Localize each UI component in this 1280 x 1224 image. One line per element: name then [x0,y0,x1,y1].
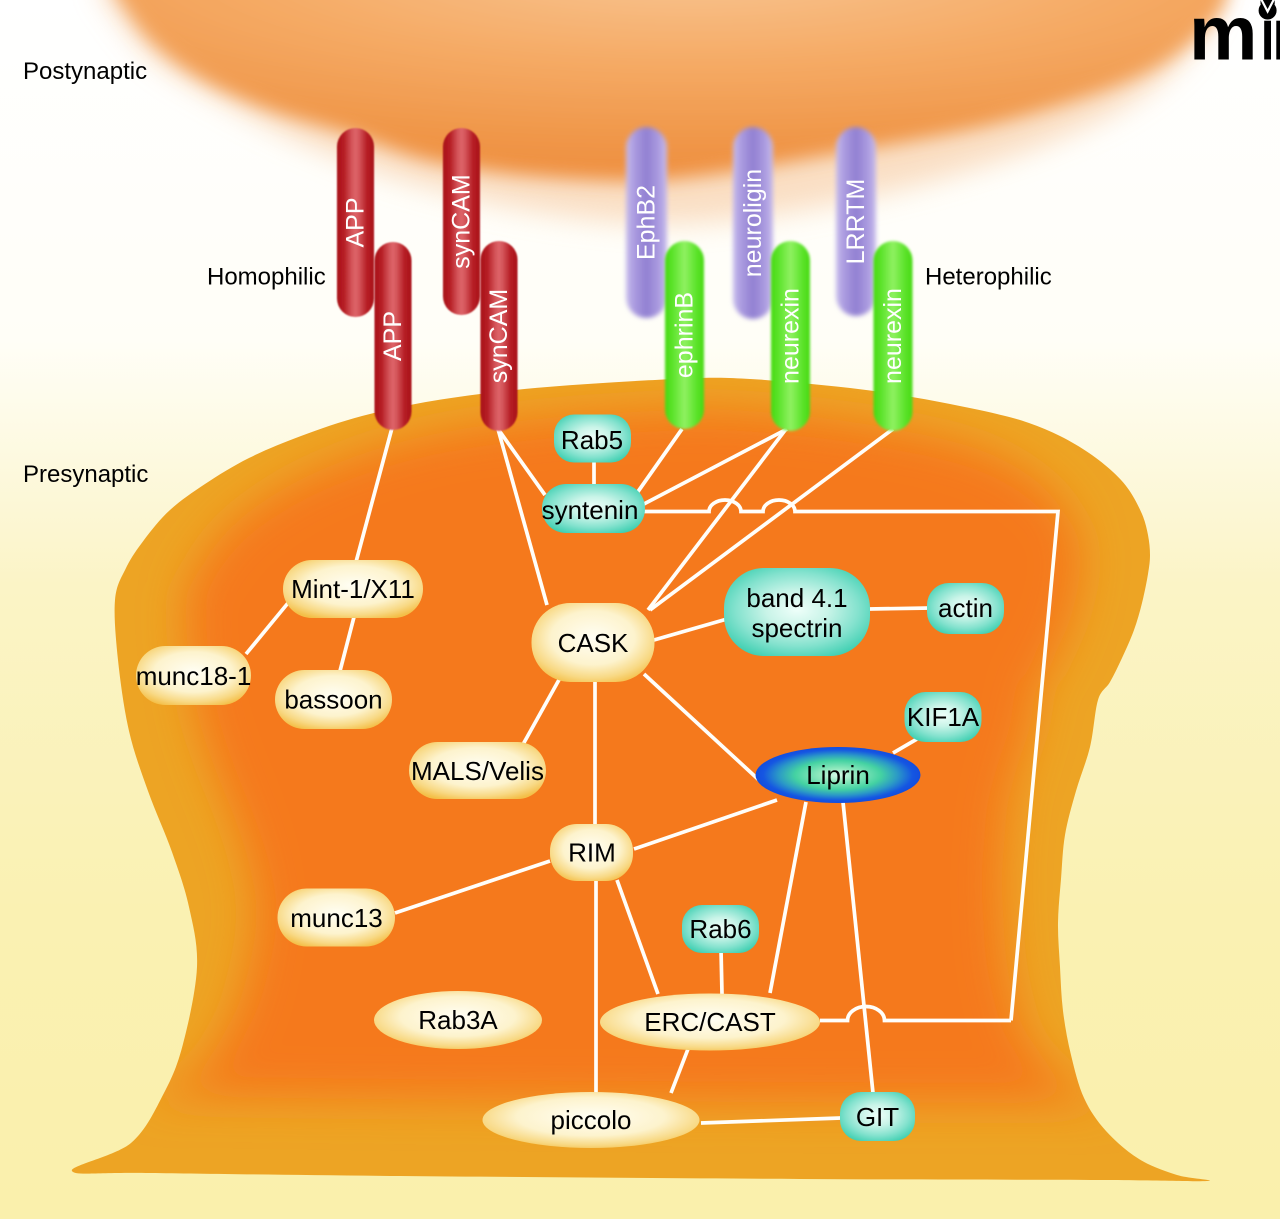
svg-text:Rab5: Rab5 [561,425,623,455]
svg-text:neurexin: neurexin [777,288,805,384]
svg-text:APP: APP [379,311,407,361]
svg-text:APP: APP [342,197,370,247]
svg-text:synCAM: synCAM [485,289,513,383]
svg-text:Rab3A: Rab3A [418,1005,498,1035]
svg-text:syntenin: syntenin [542,495,639,525]
svg-text:piccolo: piccolo [551,1105,632,1135]
svg-text:synCAM: synCAM [448,174,476,268]
svg-text:LRRTM: LRRTM [842,179,870,265]
svg-text:KIF1A: KIF1A [907,702,980,732]
svg-text:Homophilic: Homophilic [207,264,326,291]
svg-text:GIT: GIT [856,1102,899,1132]
svg-text:m: m [1189,0,1257,77]
svg-text:Postynaptic: Postynaptic [23,58,147,85]
svg-text:munc13: munc13 [290,903,383,933]
svg-text:bassoon: bassoon [284,685,382,715]
svg-text:neuroligin: neuroligin [739,169,767,277]
svg-text:RIM: RIM [568,838,616,868]
svg-text:Liprin: Liprin [806,760,870,790]
svg-text:spectrin: spectrin [751,613,842,643]
svg-text:EphB2: EphB2 [633,185,661,260]
svg-text:ERC/CAST: ERC/CAST [644,1007,776,1037]
svg-text:CASK: CASK [558,628,629,658]
svg-text:Heterophilic: Heterophilic [925,264,1052,291]
svg-text:band 4.1: band 4.1 [746,583,847,613]
svg-text:actin: actin [938,593,993,623]
svg-text:Rab6: Rab6 [689,914,751,944]
svg-text:Presynaptic: Presynaptic [23,461,148,488]
svg-text:ephrinB: ephrinB [671,292,699,378]
svg-text:neurexin: neurexin [879,288,907,384]
svg-text:munc18-1: munc18-1 [136,661,252,691]
svg-text:MALS/Velis: MALS/Velis [411,756,544,786]
svg-text:Mint-1/X11: Mint-1/X11 [291,574,415,604]
